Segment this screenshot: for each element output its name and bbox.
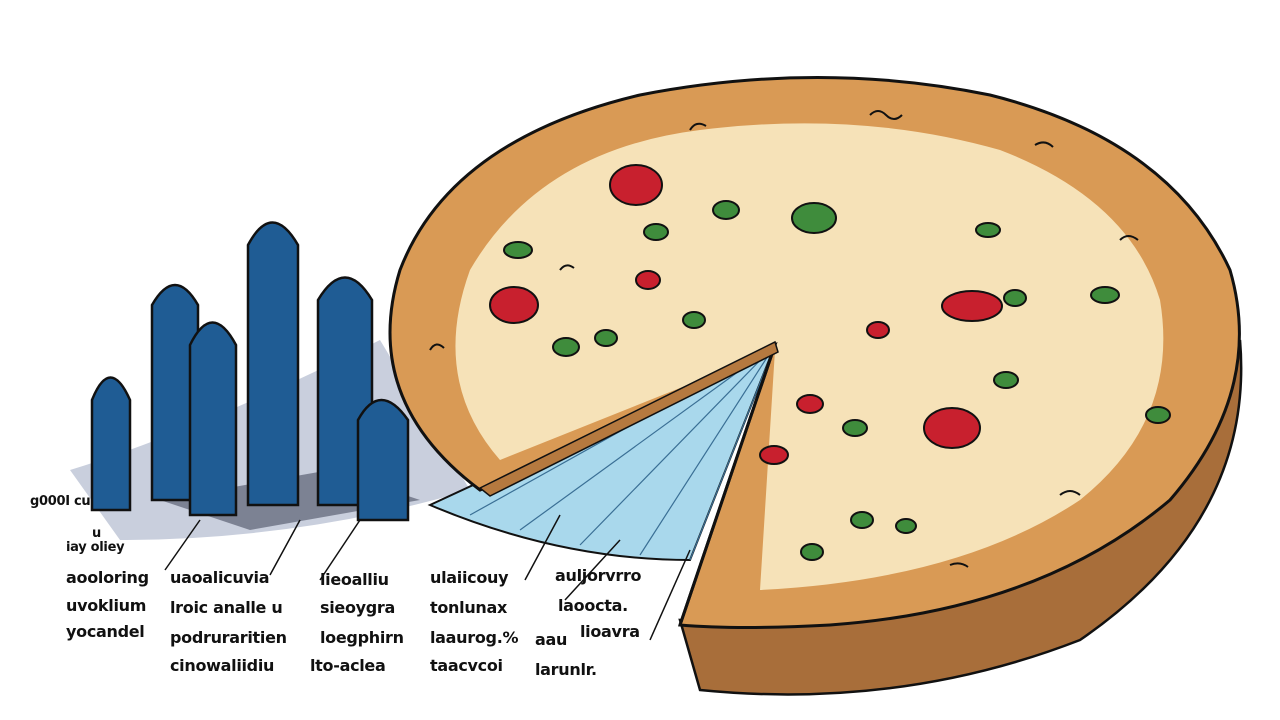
olive xyxy=(842,419,868,437)
label-col3-0: lieoalliu xyxy=(320,570,389,589)
label-col2-1: lroic analle u xyxy=(170,598,283,617)
pepperoni xyxy=(635,270,661,290)
bar-column xyxy=(246,221,300,507)
label-col5-4: larunlr. xyxy=(535,660,597,679)
label-col1-2: yocandel xyxy=(66,622,145,641)
bar-column xyxy=(356,398,410,522)
label-col4-3: taacvcoi xyxy=(430,656,503,675)
label-col4-2: laaurog.% xyxy=(430,628,519,647)
label-col2-3: cinowaliidiu xyxy=(170,656,275,675)
olive xyxy=(643,223,669,241)
bar-column xyxy=(188,321,238,517)
olive xyxy=(594,329,618,347)
label-top-left: g000I cu xyxy=(30,494,91,509)
olive xyxy=(800,543,824,561)
olive xyxy=(682,311,706,329)
olive xyxy=(1003,289,1027,307)
slice-gap xyxy=(427,343,777,562)
label-col3-3: lto-aclea xyxy=(310,656,386,675)
crust-doodles xyxy=(429,110,1139,568)
olive xyxy=(993,371,1019,389)
olive xyxy=(712,200,740,220)
slice-crust-strip xyxy=(478,340,779,497)
bar-column xyxy=(150,283,200,502)
pepperoni xyxy=(489,286,539,324)
olive xyxy=(791,202,837,234)
olive xyxy=(552,337,580,357)
label-top-left-b: u xyxy=(92,526,101,541)
pepperoni xyxy=(796,394,824,414)
label-col3-1: sieoygra xyxy=(320,598,396,617)
pepperoni xyxy=(759,445,789,465)
olive xyxy=(1090,286,1120,304)
bar-columns xyxy=(90,221,410,522)
label-col4-0: ulaiicouy xyxy=(430,568,509,587)
olive xyxy=(1145,406,1171,424)
olive-group xyxy=(503,200,1171,561)
olive xyxy=(850,511,874,529)
label-col2-0: uaoalicuvia xyxy=(170,568,270,587)
label-top-left-c: iay oliey xyxy=(66,540,125,555)
bar-column xyxy=(90,376,132,512)
pepperoni xyxy=(866,321,890,339)
cheese-layer xyxy=(455,123,1164,590)
pepperoni xyxy=(923,407,981,449)
label-col5-2: lioavra xyxy=(580,622,640,641)
label-col5-0: auljorvrro xyxy=(555,566,642,585)
pepperoni xyxy=(941,290,1003,322)
label-col4-1: tonlunax xyxy=(430,598,508,617)
label-col3-2: loegphirn xyxy=(320,628,404,647)
olive xyxy=(895,518,917,534)
label-col5-3: aau xyxy=(535,630,568,649)
label-col5-1: laoocta. xyxy=(558,596,628,615)
label-col2-2: podruraritien xyxy=(170,628,287,647)
leader-lines xyxy=(164,514,691,641)
olive xyxy=(975,222,1001,238)
label-col1-1: uvoklium xyxy=(66,596,147,615)
pepperoni xyxy=(609,164,663,206)
pepperoni-group xyxy=(489,164,1003,465)
olive xyxy=(503,241,533,259)
label-col1-0: aooloring xyxy=(66,568,149,587)
